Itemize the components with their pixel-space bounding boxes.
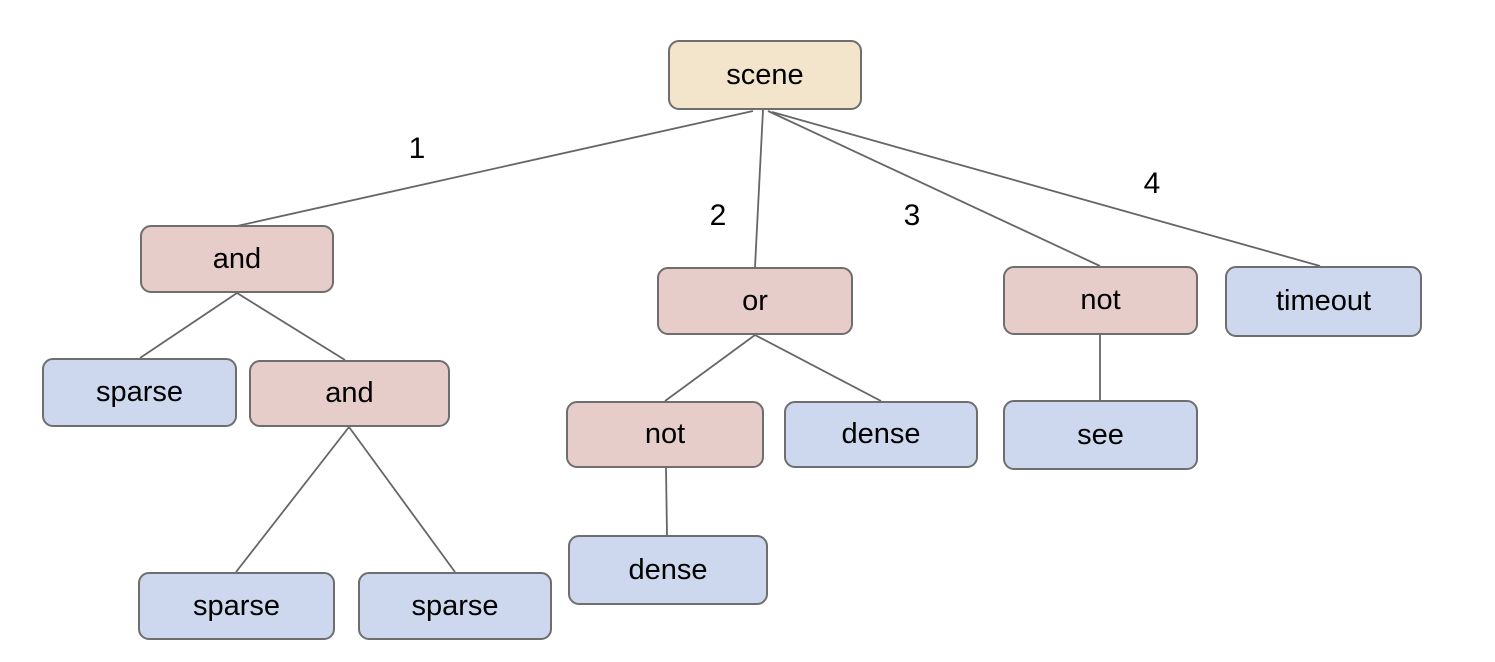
- edge-scene-and-1: [236, 110, 754, 227]
- node-timeout: timeout: [1225, 266, 1422, 337]
- node-and-1: and: [140, 225, 334, 293]
- edge-scene-or: [754, 109, 764, 268]
- node-sparse-3: sparse: [358, 572, 552, 640]
- node-scene: scene: [668, 40, 862, 110]
- edge-scene-not-2: [767, 110, 1101, 267]
- edge-and-1-and-2: [236, 292, 346, 361]
- edge-or-not-1: [664, 334, 756, 402]
- node-sparse-1: sparse: [42, 358, 237, 427]
- edge-and-1-sparse-1: [139, 292, 238, 359]
- edge-label-3: 3: [903, 199, 921, 232]
- node-not-1: not: [566, 401, 764, 468]
- node-and-2: and: [249, 360, 450, 427]
- node-or: or: [657, 267, 853, 335]
- node-dense-1: dense: [784, 401, 978, 468]
- node-sparse-2: sparse: [138, 572, 335, 640]
- edge-label-1: 1: [408, 132, 426, 165]
- edge-scene-timeout: [771, 111, 1321, 267]
- node-dense-2: dense: [568, 535, 768, 605]
- node-not-2: not: [1003, 266, 1198, 335]
- edge-label-4: 4: [1143, 167, 1161, 200]
- edge-not-1-dense-2: [665, 467, 668, 536]
- edge-label-2: 2: [709, 199, 727, 232]
- edge-and-2-sparse-2: [235, 426, 350, 573]
- node-see: see: [1003, 400, 1198, 470]
- edge-and-2-sparse-3: [348, 426, 456, 573]
- edge-or-dense-1: [754, 334, 882, 402]
